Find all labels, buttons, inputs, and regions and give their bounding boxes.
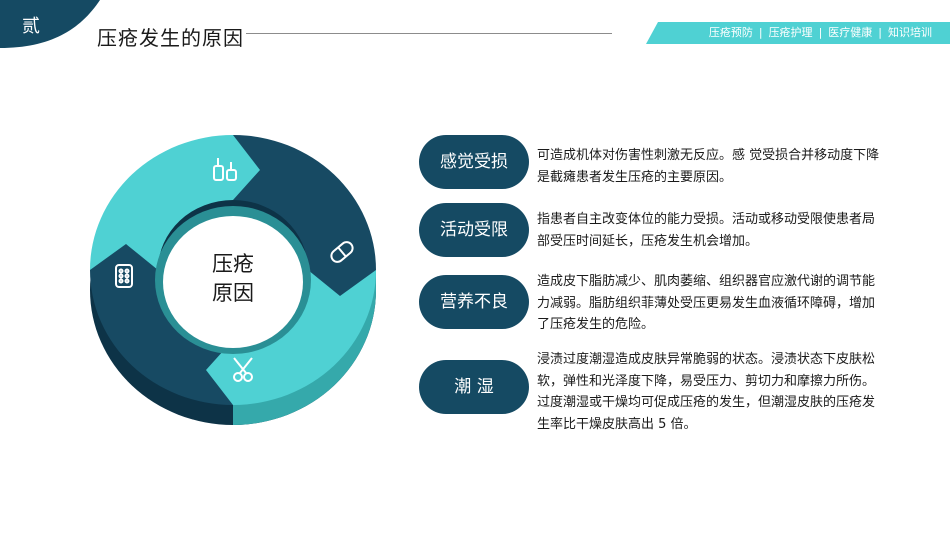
scissors-icon bbox=[233, 357, 253, 382]
cause-ring-diagram bbox=[90, 135, 376, 425]
title-divider bbox=[246, 33, 612, 34]
pill-capsule-icon bbox=[330, 241, 354, 263]
tag-item: 压疮预防 bbox=[708, 26, 753, 39]
section-badge: 贰 bbox=[0, 0, 100, 50]
tag-separator: | bbox=[758, 26, 763, 39]
tag-item: 压疮护理 bbox=[768, 26, 813, 39]
arrow-notch bbox=[206, 340, 233, 405]
cause-desc-nutrition: 造成皮下脂肪减少、肌肉萎缩、组织器官应激代谢的调节能力减弱。脂肪组织菲薄处受压更… bbox=[537, 274, 876, 332]
ring-center-label: 压疮 原因 bbox=[190, 250, 276, 308]
cause-label-sensory: 感觉受损 bbox=[419, 135, 529, 189]
bottles-icon bbox=[213, 158, 237, 181]
tag-list: 压疮预防 | 压疮护理 | 医疗健康 | 知识培训 bbox=[646, 22, 950, 44]
cause-label-nutrition: 营养不良 bbox=[419, 275, 529, 329]
arrow-notch bbox=[233, 135, 260, 200]
section-number: 贰 bbox=[22, 16, 40, 37]
ring-hole bbox=[163, 216, 303, 348]
ring-segment-top-left bbox=[90, 135, 233, 270]
cause-desc-mobility: 指患者自主改变体位的能力受损。活动或移动受限使患者局部受压时间延长，压疮发生机会… bbox=[537, 212, 876, 249]
cause-label-moisture: 潮 湿 bbox=[419, 360, 529, 414]
tag-item: 知识培训 bbox=[888, 26, 932, 39]
tag-item: 医疗健康 bbox=[828, 26, 873, 39]
page-title: 压疮发生的原因 bbox=[97, 26, 244, 50]
cause-desc-sensory: 可造成机体对伤害性刺激无反应。感 觉受损合并移动度下降是截瘫患者发生压疮的主要原… bbox=[537, 148, 880, 185]
ring-center-line1: 压疮 bbox=[212, 252, 254, 276]
ring-center-line2: 原因 bbox=[212, 281, 254, 305]
arrow-notch bbox=[308, 270, 376, 296]
tag-separator: | bbox=[878, 26, 882, 39]
tag-bar: 压疮预防 | 压疮护理 | 医疗健康 | 知识培训 bbox=[646, 22, 950, 44]
ring-segment-bottom-left bbox=[90, 270, 233, 405]
pill-pack-icon bbox=[115, 264, 133, 288]
ring-segment-top-right bbox=[233, 135, 376, 270]
cause-label-mobility: 活动受限 bbox=[419, 203, 529, 257]
arrow-notch bbox=[90, 244, 158, 270]
ring-segment-bottom-right bbox=[233, 270, 376, 405]
tag-separator: | bbox=[818, 26, 823, 39]
cause-desc-moisture: 浸渍过度潮湿造成皮肤异常脆弱的状态。浸渍状态下皮肤松软，弹性和光泽度下降，易受压… bbox=[537, 352, 876, 432]
